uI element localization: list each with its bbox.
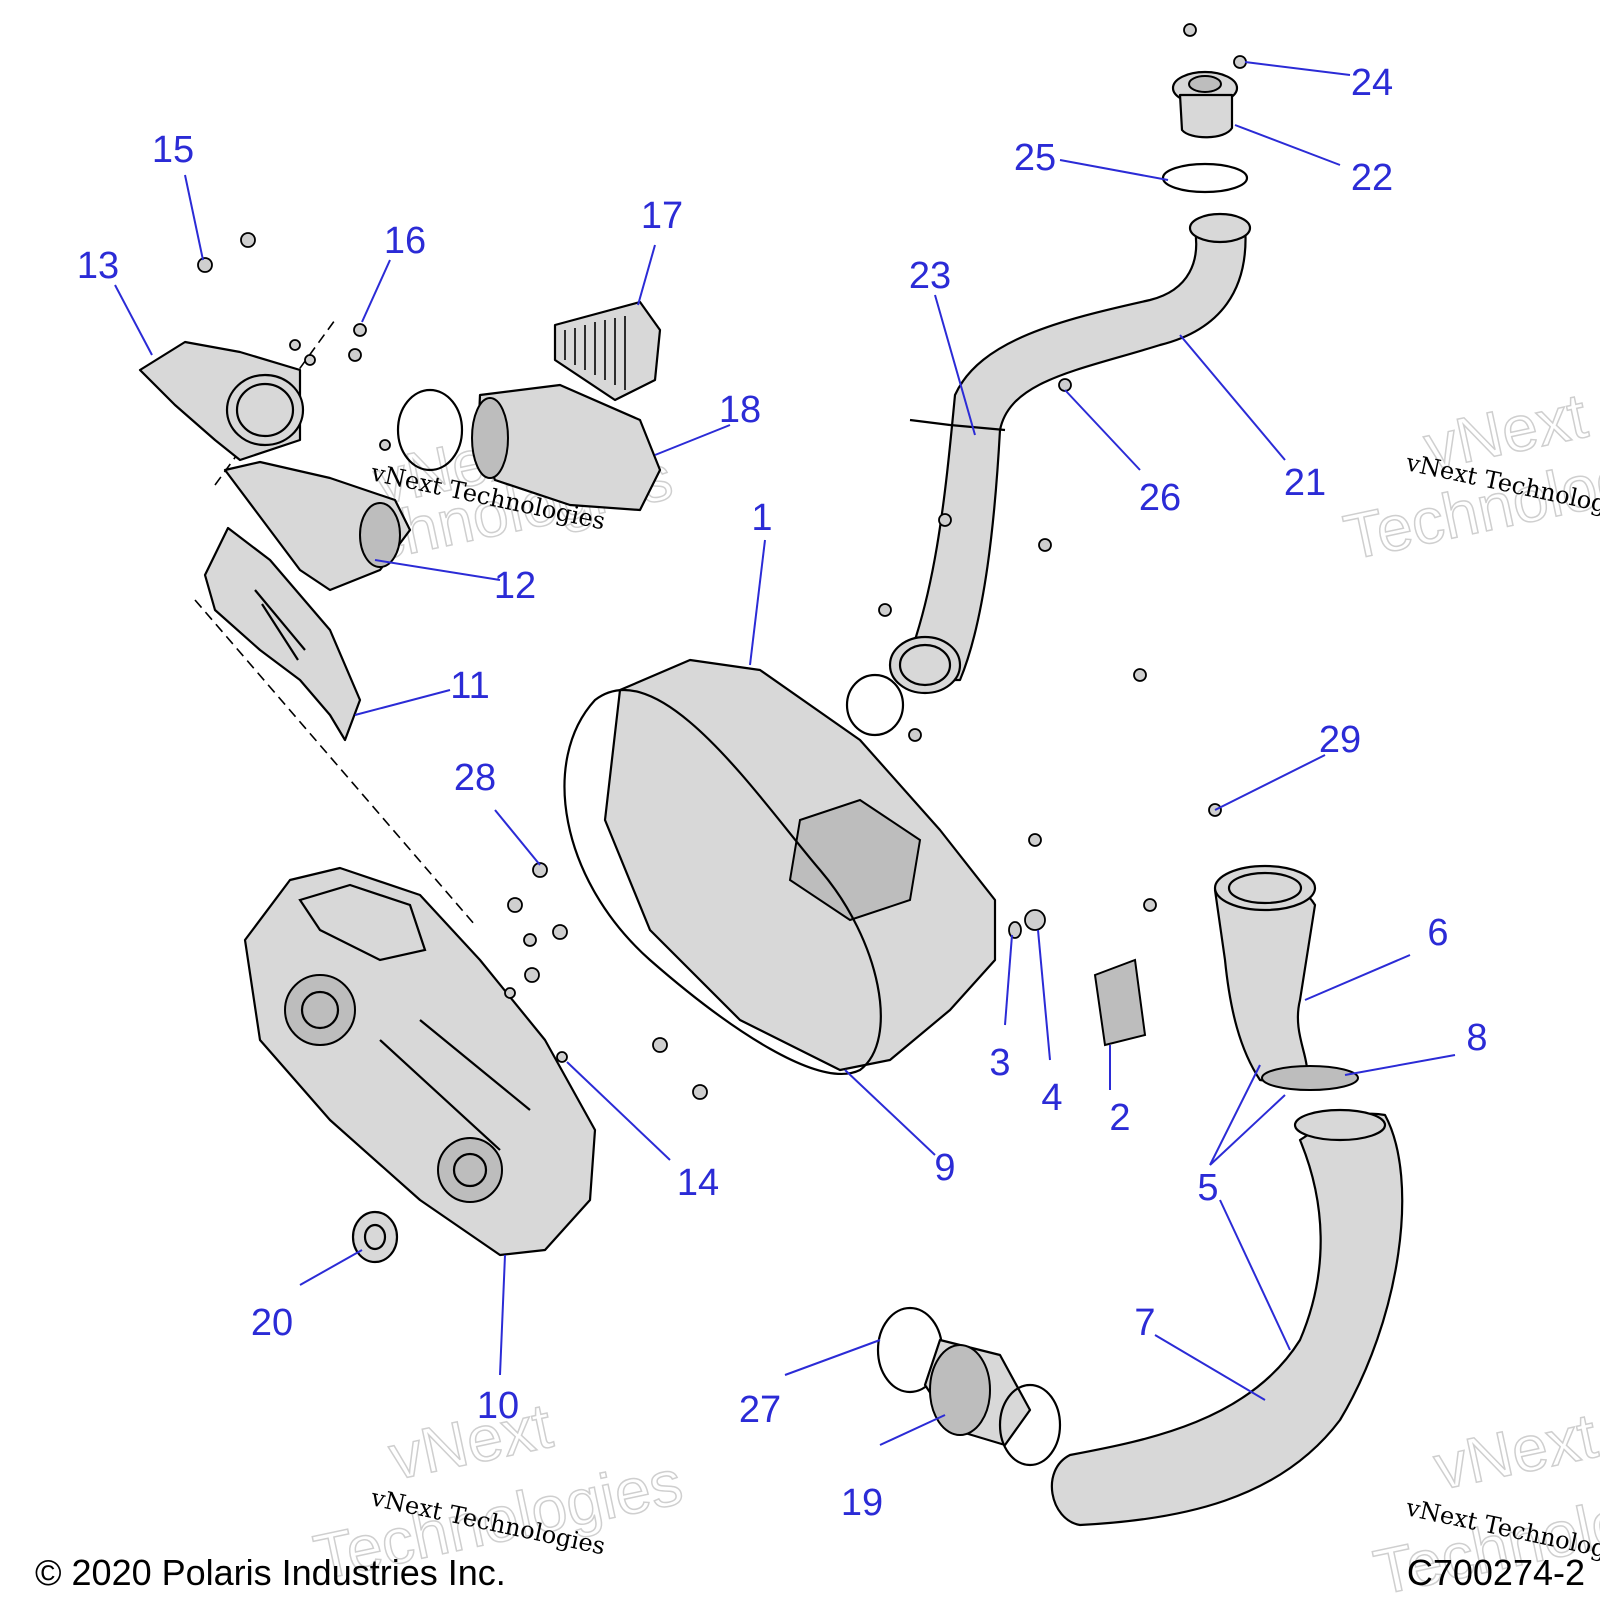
callouts: 1 2 3 4 5 6 7 8 9 10 11 12 13 14 15 16 1… — [77, 62, 1488, 1524]
part-17-grille — [553, 300, 662, 402]
callout-28: 28 — [454, 757, 496, 799]
callout-6: 6 — [1427, 912, 1448, 954]
part-2-label — [1093, 958, 1147, 1047]
diagram-code: C700274-2 — [1407, 1552, 1585, 1593]
callout-10: 10 — [477, 1385, 519, 1427]
part-12-intake-duct — [223, 460, 412, 592]
callout-20: 20 — [251, 1302, 293, 1344]
callout-21: 21 — [1284, 462, 1326, 504]
watermark-top-right: vNext Technologies vNext Technologies — [1337, 378, 1600, 574]
part-19-27-coupler — [876, 1306, 1062, 1467]
callout-5: 5 — [1197, 1167, 1218, 1209]
callout-3: 3 — [989, 1042, 1010, 1084]
part-11-shield — [203, 526, 362, 742]
part-1-inner-housing — [603, 658, 997, 1072]
part-7-lower-duct — [1050, 1108, 1404, 1527]
callout-7: 7 — [1134, 1302, 1155, 1344]
callout-27: 27 — [739, 1389, 781, 1431]
callout-8: 8 — [1466, 1017, 1487, 1059]
callout-22: 22 — [1351, 157, 1393, 199]
callout-15: 15 — [152, 129, 194, 171]
callout-19: 19 — [841, 1482, 883, 1524]
callout-11: 11 — [450, 665, 489, 707]
part-20-seal — [351, 1210, 399, 1264]
callout-1: 1 — [751, 497, 772, 539]
assembly-line-cover — [194, 599, 476, 926]
part-3-fastener — [1008, 921, 1022, 939]
callout-24: 24 — [1351, 62, 1393, 104]
callout-9: 9 — [934, 1147, 955, 1189]
leader-lines — [114, 61, 1456, 1446]
part-25-clamp — [1161, 162, 1249, 194]
callout-17: 17 — [641, 195, 683, 237]
part-9-gasket — [563, 689, 882, 1075]
callout-4: 4 — [1041, 1077, 1062, 1119]
part-8-clamp — [1261, 1065, 1359, 1091]
svg-text:vNext: vNext — [1428, 1399, 1600, 1503]
part-4-nut — [1024, 909, 1046, 931]
copyright-text: © 2020 Polaris Industries Inc. — [35, 1552, 506, 1593]
callout-13: 13 — [77, 245, 119, 287]
part-22-cap — [1171, 70, 1239, 139]
callout-25: 25 — [1014, 137, 1056, 179]
callout-2: 2 — [1109, 1097, 1130, 1139]
callout-18: 18 — [719, 389, 761, 431]
part-6-boot — [1213, 864, 1317, 1087]
part-18-intake — [396, 383, 662, 512]
part-10-outer-cover — [243, 866, 597, 1257]
callout-23: 23 — [909, 255, 951, 297]
callout-14: 14 — [677, 1162, 719, 1204]
callout-16: 16 — [384, 220, 426, 262]
fasteners — [197, 23, 1247, 1100]
callout-26: 26 — [1139, 477, 1181, 519]
callout-12: 12 — [494, 565, 536, 607]
part-13-duct-bracket — [138, 340, 305, 462]
part-21-23-duct — [888, 212, 1252, 695]
callout-29: 29 — [1319, 719, 1361, 761]
